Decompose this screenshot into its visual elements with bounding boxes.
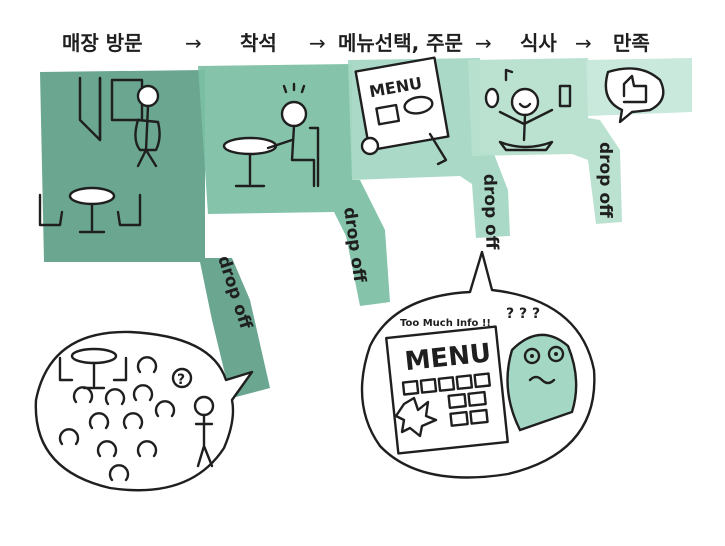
drop-off-label-meal: drop off [595,142,615,218]
stage-header: 매장 방문 → 착석 → 메뉴선택, 주문 → 식사 → 만족 [62,31,650,55]
store-entrance-illustration [38,76,161,234]
crowded-store-bubble: ? [34,330,254,492]
arrow-icon: → [575,31,592,55]
stage-band-visit [40,70,270,398]
question-mark: ? [177,372,185,388]
stage-label-meal: 식사 [520,31,557,55]
drop-off-label-order: drop off [479,173,502,250]
thumbs-up-illustration [604,67,665,124]
stage-band-seat [198,64,390,306]
menu-reading-illustration: MENU [354,56,450,166]
eating-person-illustration [484,68,572,152]
too-much-info-label: Too Much Info !! [400,318,491,329]
arrow-icon: → [185,31,202,55]
stage-label-order: 메뉴선택, 주문 [338,31,463,55]
seated-person-illustration [222,82,320,188]
stage-band-meal [468,58,622,224]
stage-label-seat: 착석 [240,31,277,55]
confused-marks: ? ? ? [506,306,540,322]
confusing-menu-bubble: Too Much Info !! MENU ? ? ? [360,250,596,479]
arrow-icon: → [475,31,492,55]
stage-label-visit: 매장 방문 [62,31,143,55]
stage-label-satisfied: 만족 [613,31,650,55]
thumbs-up-icon [622,74,648,104]
arrow-icon: → [309,31,326,55]
